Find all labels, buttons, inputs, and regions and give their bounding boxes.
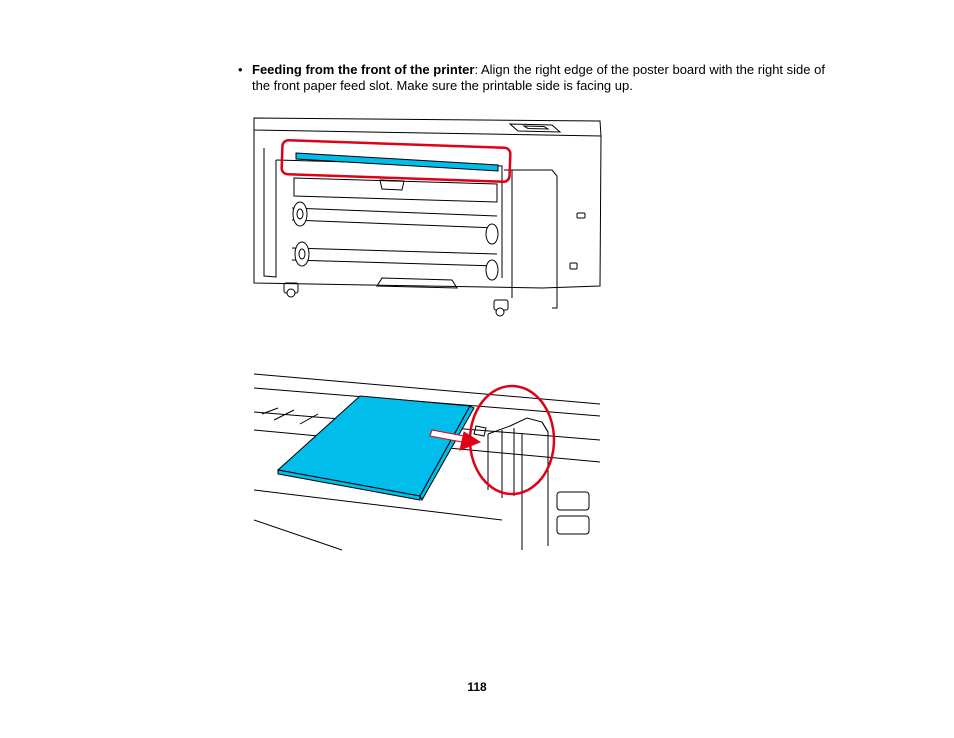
instruction-separator: :: [474, 62, 481, 77]
instruction-body: Align the right edge of the poster board…: [252, 62, 825, 93]
poster-board-alignment-closeup: [253, 373, 601, 551]
poster-board: [276, 395, 471, 497]
instruction-item: • Feeding from the front of the printer:…: [238, 62, 838, 94]
instruction-text: Feeding from the front of the printer: A…: [252, 62, 838, 94]
poster-board: [295, 152, 499, 172]
printer-front-illustration: [253, 117, 602, 317]
alignment-highlight: [468, 384, 556, 496]
feed-slot-highlight: [280, 138, 512, 184]
printer-body: [253, 117, 602, 317]
page-number: 118: [467, 680, 487, 694]
bullet: •: [238, 62, 243, 77]
instruction-lead: Feeding from the front of the printer: [252, 62, 475, 77]
